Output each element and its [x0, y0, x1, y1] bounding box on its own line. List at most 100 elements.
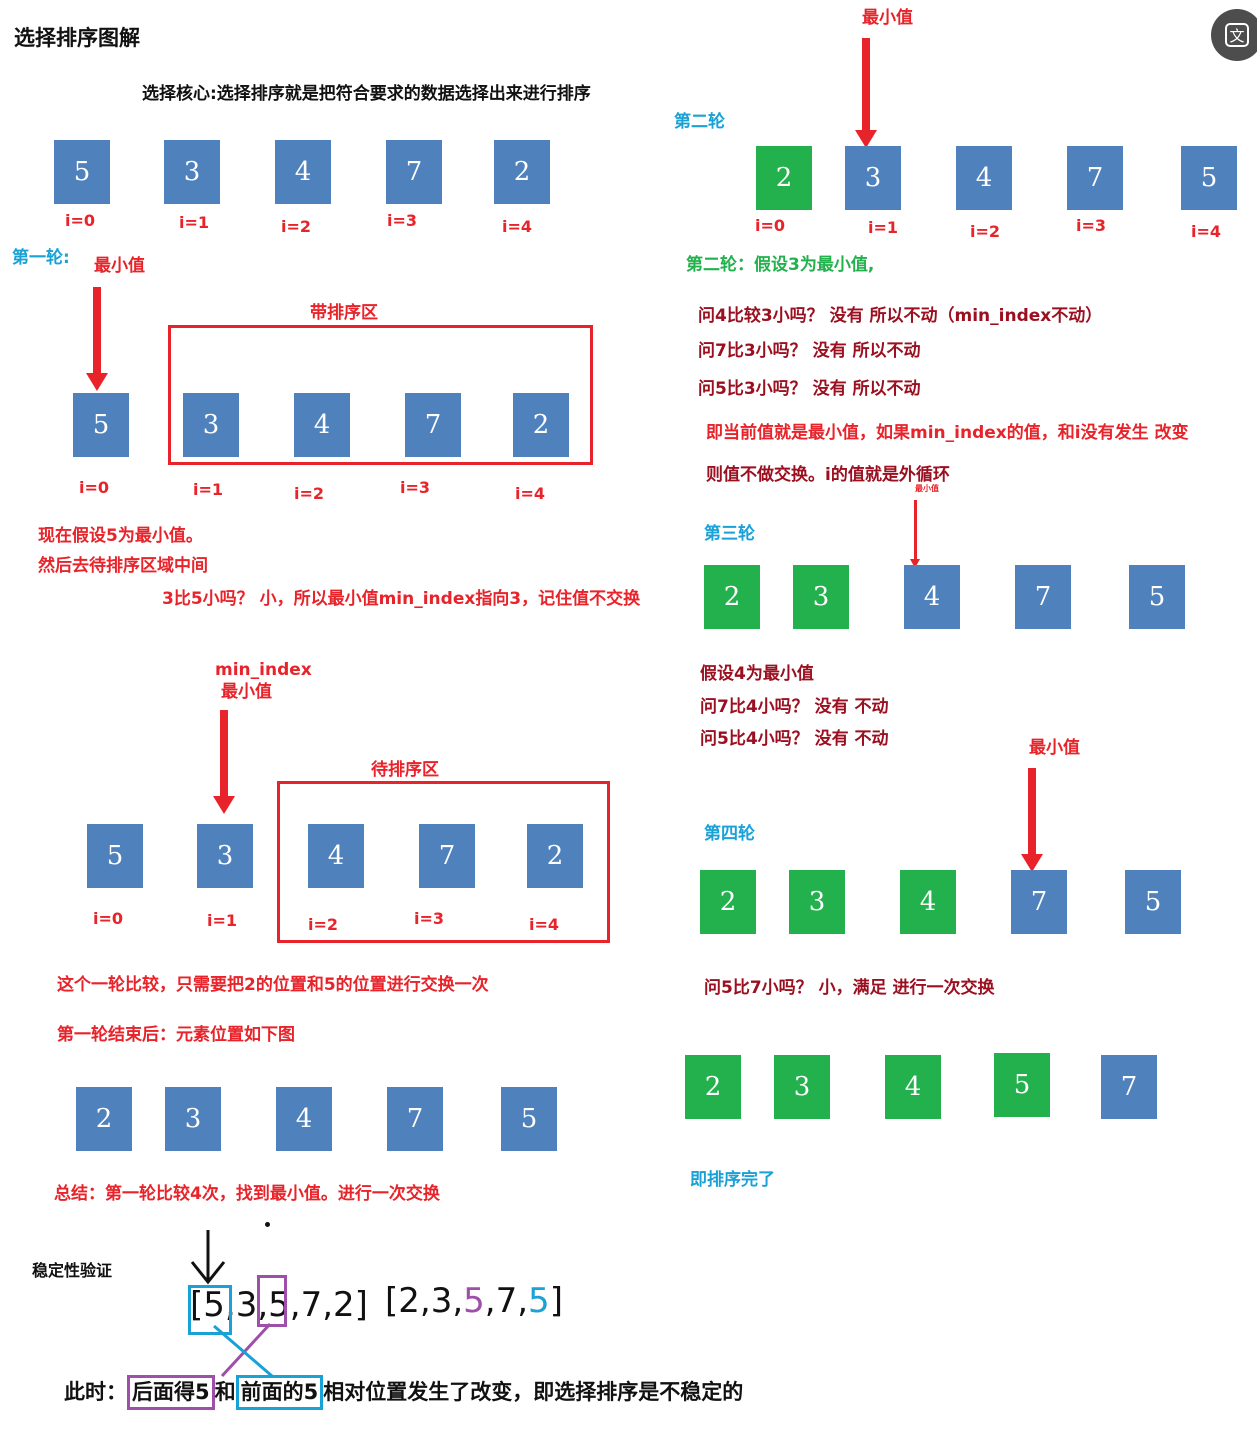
index-label: i=2	[294, 484, 325, 503]
round2-conclusion: 则值不做交换。i的值就是外循环	[706, 465, 950, 485]
min-arrow-icon	[910, 500, 920, 568]
index-label: i=4	[1191, 222, 1222, 241]
second-five-frame	[257, 1275, 287, 1327]
round2-question: 问7比3小吗？ 没有 所以不动	[698, 341, 921, 361]
index-label: i=1	[207, 911, 238, 930]
translate-button[interactable]: 文	[1211, 9, 1257, 61]
array-r3-item-1: 3	[793, 565, 849, 629]
array-r4-item-2: 4	[900, 870, 956, 934]
array-r4-item-4: 5	[1125, 870, 1181, 934]
index-label: i=1	[193, 480, 224, 499]
array-r4-item-0: 2	[700, 870, 756, 934]
round1-after-note: 这个一轮比较，只需要把2的位置和5的位置进行交换一次	[57, 975, 489, 995]
translate-icon: 文	[1225, 23, 1249, 47]
unsorted-zone-label: 带排序区	[310, 303, 378, 323]
unsorted-zone-frame	[277, 781, 610, 943]
round4-label: 第四轮	[704, 824, 755, 844]
round2-question: 问5比3小吗？ 没有 所以不动	[698, 379, 921, 399]
array-r1b-item-1: 3	[197, 824, 253, 888]
round3-question: 问5比4小吗？ 没有 不动	[700, 729, 889, 749]
stability-after-array: [2,3,5,7,5]	[385, 1281, 563, 1321]
stability-label: 稳定性验证	[32, 1261, 113, 1280]
array-r1b-item-0: 5	[87, 824, 143, 888]
dot-mark	[265, 1222, 270, 1227]
array-r2-item-0: 2	[756, 146, 812, 210]
round2-label: 第二轮	[674, 112, 725, 132]
index-label: i=3	[400, 478, 431, 497]
array-top-item-0: 5	[54, 140, 110, 204]
min-arrow-icon	[1021, 768, 1043, 872]
array-r1-item-0: 5	[73, 393, 129, 457]
done-label: 即排序完了	[690, 1170, 775, 1190]
index-label: i=3	[1076, 216, 1107, 235]
round2-conclusion: 即当前值就是最小值，如果min_index的值，和i没有发生 改变	[706, 423, 1189, 443]
round3-question: 问7比4小吗？ 没有 不动	[700, 697, 889, 717]
round1-after-note: 第一轮结束后：元素位置如下图	[57, 1025, 295, 1045]
array-final-item-1: 3	[774, 1055, 830, 1119]
core-description: 选择核心:选择排序就是把符合要求的数据选择出来进行排序	[142, 84, 591, 104]
array-r3-item-3: 7	[1015, 565, 1071, 629]
min-arrow-icon	[86, 287, 108, 391]
array-r3-item-0: 2	[704, 565, 760, 629]
index-label: i=2	[281, 217, 312, 236]
array-r1end-item-3: 7	[387, 1087, 443, 1151]
min-value-label: 最小值	[862, 8, 913, 28]
round2-assume: 第二轮：假设3为最小值,	[686, 255, 875, 275]
round1-note: 3比5小吗？ 小，所以最小值min_index指向3，记住值不交换	[162, 589, 641, 609]
array-r1b-item-4: 2	[527, 824, 583, 888]
array-r3-item-2: 4	[904, 565, 960, 629]
index-label: i=4	[515, 484, 546, 503]
array-r2-item-2: 4	[956, 146, 1012, 210]
min-value-label: 最小值	[221, 682, 272, 702]
min-value-label: 最小值	[94, 256, 145, 276]
array-final-item-4: 7	[1101, 1055, 1157, 1119]
round1-note: 现在假设5为最小值。	[38, 526, 203, 546]
page-title: 选择排序图解	[14, 26, 140, 50]
connector-lines	[213, 1322, 273, 1378]
index-label: i=4	[529, 915, 560, 934]
unsorted-zone-label: 待排序区	[371, 760, 439, 780]
down-arrow-icon	[190, 1230, 226, 1285]
index-label: i=1	[868, 218, 899, 237]
round1-label: 第一轮:	[12, 248, 70, 268]
index-label: i=0	[79, 478, 110, 497]
array-top-item-2: 4	[275, 140, 331, 204]
array-r2-item-3: 7	[1067, 146, 1123, 210]
index-label: i=2	[970, 222, 1001, 241]
round3-question: 假设4为最小值	[700, 664, 814, 684]
array-r1-item-3: 7	[405, 393, 461, 457]
array-final-item-2: 4	[885, 1055, 941, 1119]
array-r3-item-4: 5	[1129, 565, 1185, 629]
array-top-item-4: 2	[494, 140, 550, 204]
min-arrow-icon	[855, 38, 877, 148]
index-label: i=3	[414, 909, 445, 928]
first-five-frame	[188, 1285, 232, 1335]
min-index-label: min_index	[215, 660, 312, 680]
array-r1-item-2: 4	[294, 393, 350, 457]
array-final-item-3: 5	[994, 1053, 1050, 1117]
array-r1end-item-0: 2	[76, 1087, 132, 1151]
round1-summary: 总结：第一轮比较4次，找到最小值。进行一次交换	[54, 1184, 440, 1204]
array-r1end-item-2: 4	[276, 1087, 332, 1151]
index-label: i=1	[179, 213, 210, 232]
array-r1-item-4: 2	[513, 393, 569, 457]
min-arrow-icon	[213, 710, 235, 814]
array-r1b-item-2: 4	[308, 824, 364, 888]
min-value-label: 最小值	[1029, 738, 1080, 758]
array-final-item-0: 2	[685, 1055, 741, 1119]
index-label: i=0	[755, 216, 786, 235]
round3-label: 第三轮	[704, 524, 755, 544]
array-r2-item-4: 5	[1181, 146, 1237, 210]
index-label: i=0	[65, 211, 96, 230]
array-r4-item-3: 7	[1011, 870, 1067, 934]
small-min-label: 最小值	[915, 484, 939, 493]
array-r2-item-1: 3	[845, 146, 901, 210]
array-r4-item-1: 3	[789, 870, 845, 934]
array-top-item-3: 7	[386, 140, 442, 204]
round1-note: 然后去待排序区域中间	[38, 556, 208, 576]
array-r1-item-1: 3	[183, 393, 239, 457]
stability-before-array: [5,3,5,7,2]	[190, 1285, 368, 1325]
index-label: i=4	[502, 217, 533, 236]
array-r1end-item-1: 3	[165, 1087, 221, 1151]
